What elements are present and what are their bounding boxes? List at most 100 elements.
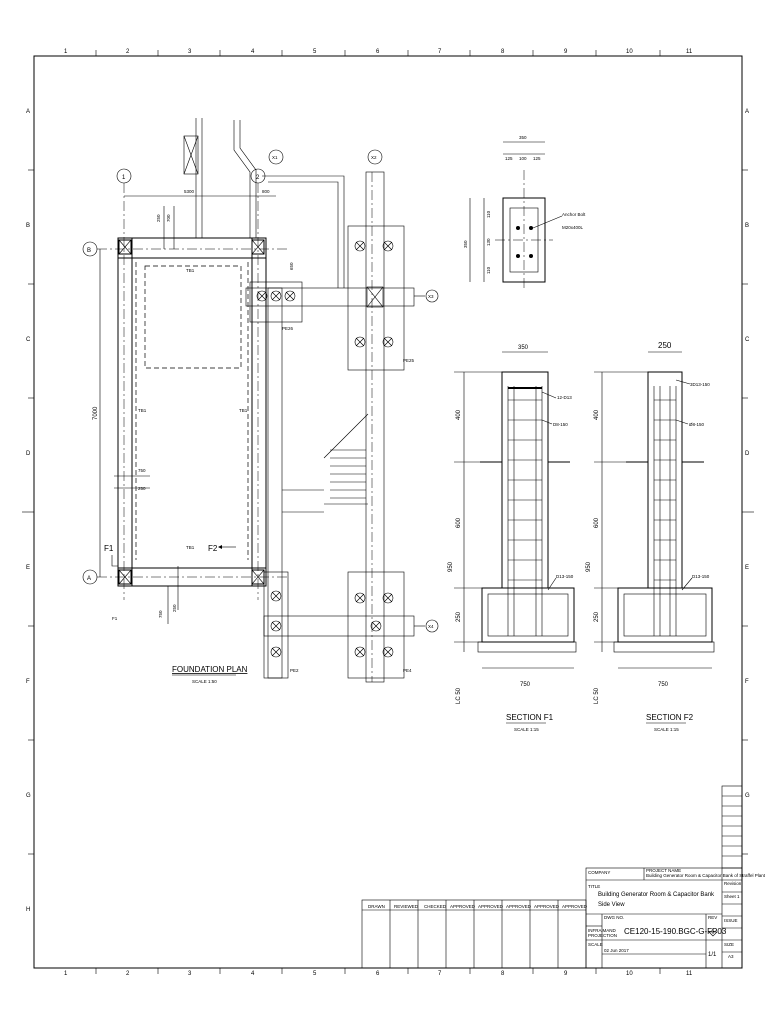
side-label: Revision (724, 881, 742, 886)
pile-tag: PE25 (403, 358, 415, 363)
dim-350-side: 350 (463, 240, 468, 248)
page-label: 1/1 (708, 952, 717, 958)
f1-dim-400: 400 (456, 409, 462, 420)
section-f1: 400 600 950 250 LC 50 350 750 12-D13 D8-… (448, 345, 577, 732)
grid-col-label: 4 (251, 49, 255, 55)
f1-stirrup: D8-150 (553, 422, 568, 427)
plan-title: FOUNDATION PLAN (172, 665, 248, 674)
f1-rebar-main: 12-D13 (557, 395, 572, 400)
grid-col-label: 5 (313, 971, 317, 977)
dim-100: 100 (519, 156, 527, 161)
side-label: ISSUE (724, 918, 738, 923)
section-f2-scale: SCALE 1:15 (654, 727, 679, 732)
drawing-number: CE120-15-190.BGC-G-FP03 (624, 927, 727, 936)
axis-label-x4: X4 (428, 624, 434, 629)
grid-col-label: 5 (313, 49, 317, 55)
rev-value: A (711, 928, 714, 933)
axis-label-a: A (87, 576, 91, 582)
f2-stirrup: Ø8-150 (689, 422, 705, 427)
title-box (585, 867, 743, 969)
size-value: A3 (728, 954, 734, 959)
grid-col-label: 2 (126, 49, 130, 55)
date-value: 02 Jun 2017 (604, 948, 629, 953)
section-f2: 400 600 950 250 LC 50 250 750 3D13-150 Ø… (586, 341, 715, 732)
grid-col-label: 7 (438, 49, 442, 55)
axis-label-x3: X3 (428, 294, 434, 299)
slab-outline (144, 265, 242, 369)
scale-label: SCALE (588, 942, 603, 947)
dwg-no-label: DWG NO. (604, 915, 624, 920)
grid-row-label: C (745, 337, 750, 343)
pile-tag: PE2 (290, 668, 299, 673)
dim-800: 800 (262, 189, 270, 194)
f1-dim-600: 600 (456, 517, 462, 528)
grid-row-label: A (26, 109, 30, 115)
sign-col-label: CHECKED (424, 904, 447, 909)
dim-250-bot: 250 (172, 604, 177, 612)
sign-col-label: APPROVED (478, 904, 504, 909)
f2-rebar-main: 3D13-150 (690, 382, 710, 387)
grid-col-label: 8 (501, 49, 505, 55)
drawing-title-line2: Side View (598, 902, 625, 908)
grid-row-label: H (26, 907, 30, 913)
lean-concrete-f2 (613, 641, 715, 653)
grid-col-label: 10 (626, 971, 633, 977)
pile-tag: PE26 (282, 326, 294, 331)
f2-dim-lc50: LC 50 (594, 687, 600, 704)
axis-label-b: B (87, 248, 91, 254)
bolt-note-1: Anchor Bolt (562, 212, 586, 217)
grid-row-label: G (745, 793, 750, 799)
f2-base-rebar: D13-150 (692, 574, 710, 579)
title-block: DRAWN REVIEWED CHECKED APPROVED APPROVED… (361, 785, 766, 969)
grid-col-label: 1 (64, 971, 68, 977)
grid-col-label: 6 (376, 49, 380, 55)
axis-label-1: 1 (122, 175, 126, 181)
grid-col-label: 11 (686, 971, 693, 977)
footing-f1 (481, 587, 575, 643)
grid-col-label: 3 (188, 49, 192, 55)
grid-col-label: 9 (564, 971, 568, 977)
f2-width-top: 250 (658, 341, 672, 350)
f1-dim-950: 950 (448, 561, 454, 572)
grid-row-label: E (26, 565, 30, 571)
section-cut-f1: F1 (104, 544, 114, 553)
f1-dim-250: 250 (456, 611, 462, 622)
dim-125-b: 125 (533, 156, 541, 161)
beam-x3 (245, 287, 415, 307)
side-label: Sheet 1 (724, 894, 740, 899)
grid-ticks (22, 50, 754, 974)
beam-tag: TB1 (239, 408, 248, 413)
beam-x4 (263, 615, 415, 637)
anchor-bolt-detail: 350 125 100 125 350 110 130 110 Anchor B… (463, 135, 586, 290)
pipe-rack-foundation-top (347, 225, 405, 371)
grid-col-label: 8 (501, 971, 505, 977)
grid-row-label: G (26, 793, 31, 799)
dim-250-mid: 250 (138, 486, 146, 491)
grid-col-label: 4 (251, 971, 255, 977)
section-cut-f2: F2 (208, 544, 218, 553)
f1-dim-lc50: LC 50 (456, 687, 462, 704)
project-label: PROJECT NAME (646, 868, 681, 873)
small-label: INFRA MAND (588, 928, 617, 933)
section-f2-title: SECTION F2 (646, 713, 694, 722)
dim-110-a: 110 (486, 210, 491, 218)
sign-col-label: APPROVED (534, 904, 560, 909)
drawing-title-line1: Building Generator Room & Capacitor Bank (598, 892, 715, 898)
revision-triangle-icon (708, 931, 718, 937)
dim-5300: 5300 (184, 189, 195, 194)
axis-bubble-x2 (367, 149, 383, 165)
grid-row-label: B (26, 223, 30, 229)
sign-col-label: APPROVED (450, 904, 476, 909)
f2-dim-400: 400 (594, 409, 600, 420)
f2-dim-950: 950 (586, 561, 592, 572)
project-name: Building Generator Room & Capacitor Bank… (646, 873, 766, 878)
f1-width-base: 750 (520, 682, 531, 688)
side-label: SIZE (724, 942, 734, 947)
tie-beam-left (117, 237, 133, 587)
dim-350-top: 350 (519, 135, 527, 140)
plan-scale: SCALE 1:50 (192, 679, 217, 684)
dim-700: 700 (166, 214, 171, 222)
grid-col-label: 9 (564, 49, 568, 55)
f1-base-rebar: D13-150 (556, 574, 574, 579)
grid-col-label: 11 (686, 49, 693, 55)
